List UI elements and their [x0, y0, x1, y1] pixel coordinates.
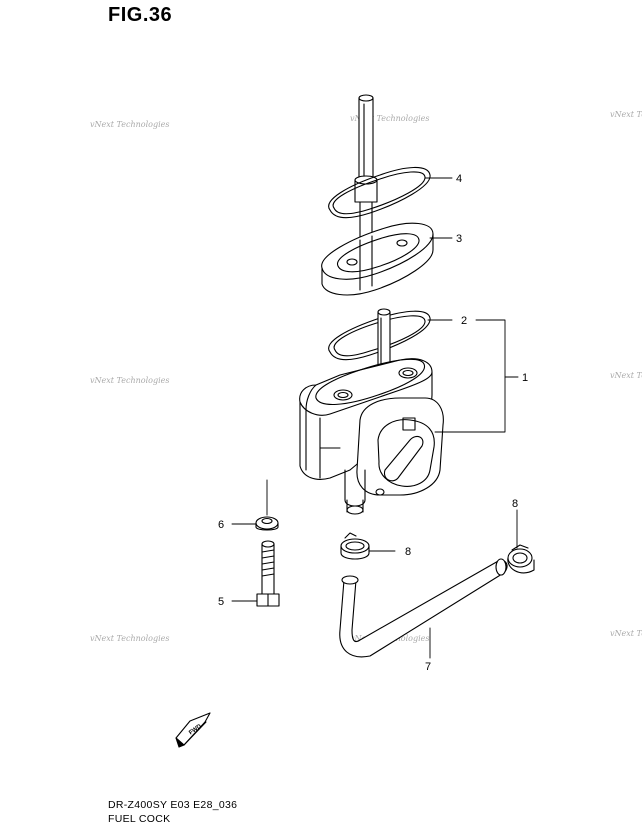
callout-7: 7 — [425, 661, 431, 673]
hose-clamp-8-left — [340, 532, 370, 560]
o-ring-2 — [328, 310, 431, 361]
watermark: vNext Technologies — [350, 114, 429, 123]
callout-5: 5 — [218, 596, 224, 608]
watermark: vNext Technologies — [90, 120, 169, 129]
callout-8: 8 — [512, 498, 518, 510]
callout-3: 3 — [456, 233, 462, 245]
model-code: DR-Z400SY E03 E28_036 — [108, 799, 238, 811]
callout-6: 6 — [218, 519, 224, 531]
callout-2: 2 — [461, 315, 467, 327]
lever-shaft — [354, 94, 378, 291]
fuel-hose-7 — [339, 558, 508, 658]
watermark: vNext Technologies — [90, 376, 169, 385]
part-name: FUEL COCK — [108, 813, 171, 825]
callout-8: 8 — [405, 546, 411, 558]
watermark: vNext Technologies — [610, 629, 642, 638]
fuel-cock-body — [299, 358, 444, 515]
watermark: vNext Technologies — [610, 371, 642, 380]
fwd-arrow-icon — [175, 712, 211, 748]
bolt-5 — [256, 540, 280, 607]
callout-labels: 4 3 2 1 6 8 8 5 7 — [218, 173, 528, 673]
washer-6 — [255, 516, 279, 531]
callout-1: 1 — [522, 372, 528, 384]
callout-4: 4 — [456, 173, 462, 185]
o-ring-4 — [328, 166, 431, 219]
watermark: vNext Technologies — [610, 110, 642, 119]
gasket-3 — [321, 222, 434, 296]
watermark: vNext Technologies — [90, 634, 169, 643]
figure-title: FIG.36 — [108, 4, 173, 26]
leader-lines — [231, 177, 519, 659]
hose-clamp-8-right — [507, 544, 535, 574]
